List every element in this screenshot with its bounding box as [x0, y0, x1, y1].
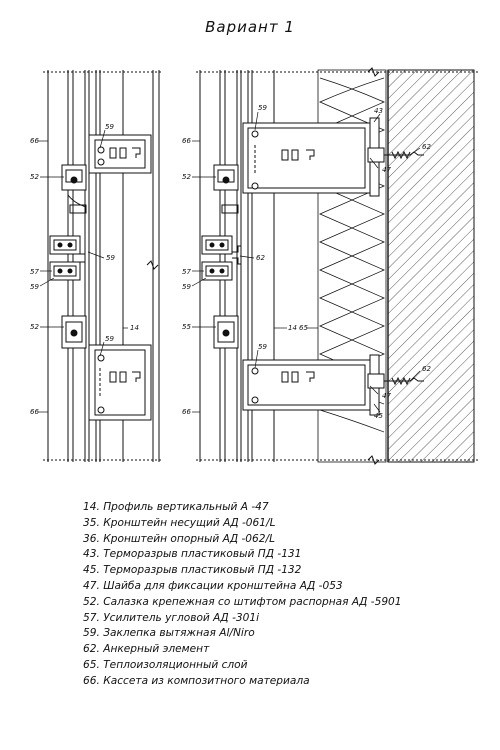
left-callout-66-bottom: 66 [30, 408, 39, 416]
legend-item: 59. Заклепка вытяжная Al/Niro [83, 627, 255, 640]
left-callout-59-top: 59 [105, 123, 114, 131]
legend-item: 45. Терморазрыв пластиковый ПД -132 [83, 564, 302, 577]
drawing-title: Вариант 1 [205, 18, 295, 36]
right-callout-62-joint: 62 [256, 254, 265, 262]
right-detail: 66 52 59 43 62 47 57 59 62 55 14 65 59 6… [182, 67, 480, 465]
right-callout-62-bottom: 62 [422, 365, 431, 373]
legend-item: 52. Салазка крепежная со штифтом распорн… [83, 595, 402, 608]
legend-item: 62. Анкерный элемент [83, 643, 210, 656]
left-break-mark [146, 260, 159, 270]
right-leaders [191, 111, 421, 413]
right-callout-43: 43 [374, 107, 383, 115]
left-middle-joint [49, 235, 85, 281]
right-callout-57: 57 [182, 268, 191, 276]
left-callout-52-bottom: 52 [30, 323, 39, 331]
right-callout-62-top: 62 [422, 143, 431, 151]
legend-item: 66. Кассета из композитного материала [83, 674, 310, 687]
left-lower-bracket [61, 315, 152, 421]
right-callout-47-bottom: 47 [382, 392, 391, 400]
left-callout-59-bottom: 59 [105, 335, 114, 343]
left-upper-bracket [61, 134, 152, 214]
right-upper-bracket [213, 117, 424, 214]
legend-item: 43. Терморазрыв пластиковый ПД -131 [83, 548, 302, 561]
left-callout-66-top: 66 [30, 137, 39, 145]
legend-item: 14. Профиль вертикальный А -47 [83, 501, 269, 513]
legend-item: 47. Шайба для фиксации кронштейна АД -05… [83, 579, 343, 592]
right-callout-55: 55 [182, 323, 191, 331]
right-break-mark-bottom [367, 455, 380, 465]
right-middle-joint [201, 235, 242, 281]
left-callout-59-reinforcer: 59 [30, 283, 39, 291]
right-callout-59-bottom: 59 [258, 343, 267, 351]
legend-item: 57. Усилитель угловой АД -301i [83, 611, 260, 624]
right-callout-66-top: 66 [182, 137, 191, 145]
left-callout-52-top: 52 [30, 173, 39, 181]
legend-item: 65. Теплоизоляционный слой [83, 658, 248, 671]
left-leaders [38, 129, 128, 413]
left-callout-14: 14 [130, 324, 139, 332]
technical-drawing: 66 52 59 59 57 59 52 14 59 66 [30, 67, 480, 465]
parts-legend: 14. Профиль вертикальный А -47 35. Кронш… [83, 500, 402, 690]
right-break-mark-top [367, 67, 380, 77]
left-callout-57: 57 [30, 268, 39, 276]
right-callout-65: 65 [299, 324, 308, 332]
right-callout-14: 14 [288, 324, 297, 332]
legend-item: 35. Кронштейн несущий АД -061/L [83, 516, 276, 529]
right-callout-59-top: 59 [258, 104, 267, 112]
wall-hatch [387, 69, 475, 463]
right-callout-52: 52 [182, 173, 191, 181]
legend-item: 36. Кронштейн опорный АД -062/L [83, 532, 275, 545]
right-callout-59-reinforcer: 59 [182, 283, 191, 291]
left-detail: 66 52 59 59 57 59 52 14 59 66 [30, 70, 163, 462]
left-callout-59-joint: 59 [106, 254, 115, 262]
right-lower-bracket [213, 315, 424, 416]
right-callout-45: 45 [374, 412, 383, 420]
right-callout-66-bottom: 66 [182, 408, 191, 416]
right-callout-47-top: 47 [382, 166, 391, 174]
